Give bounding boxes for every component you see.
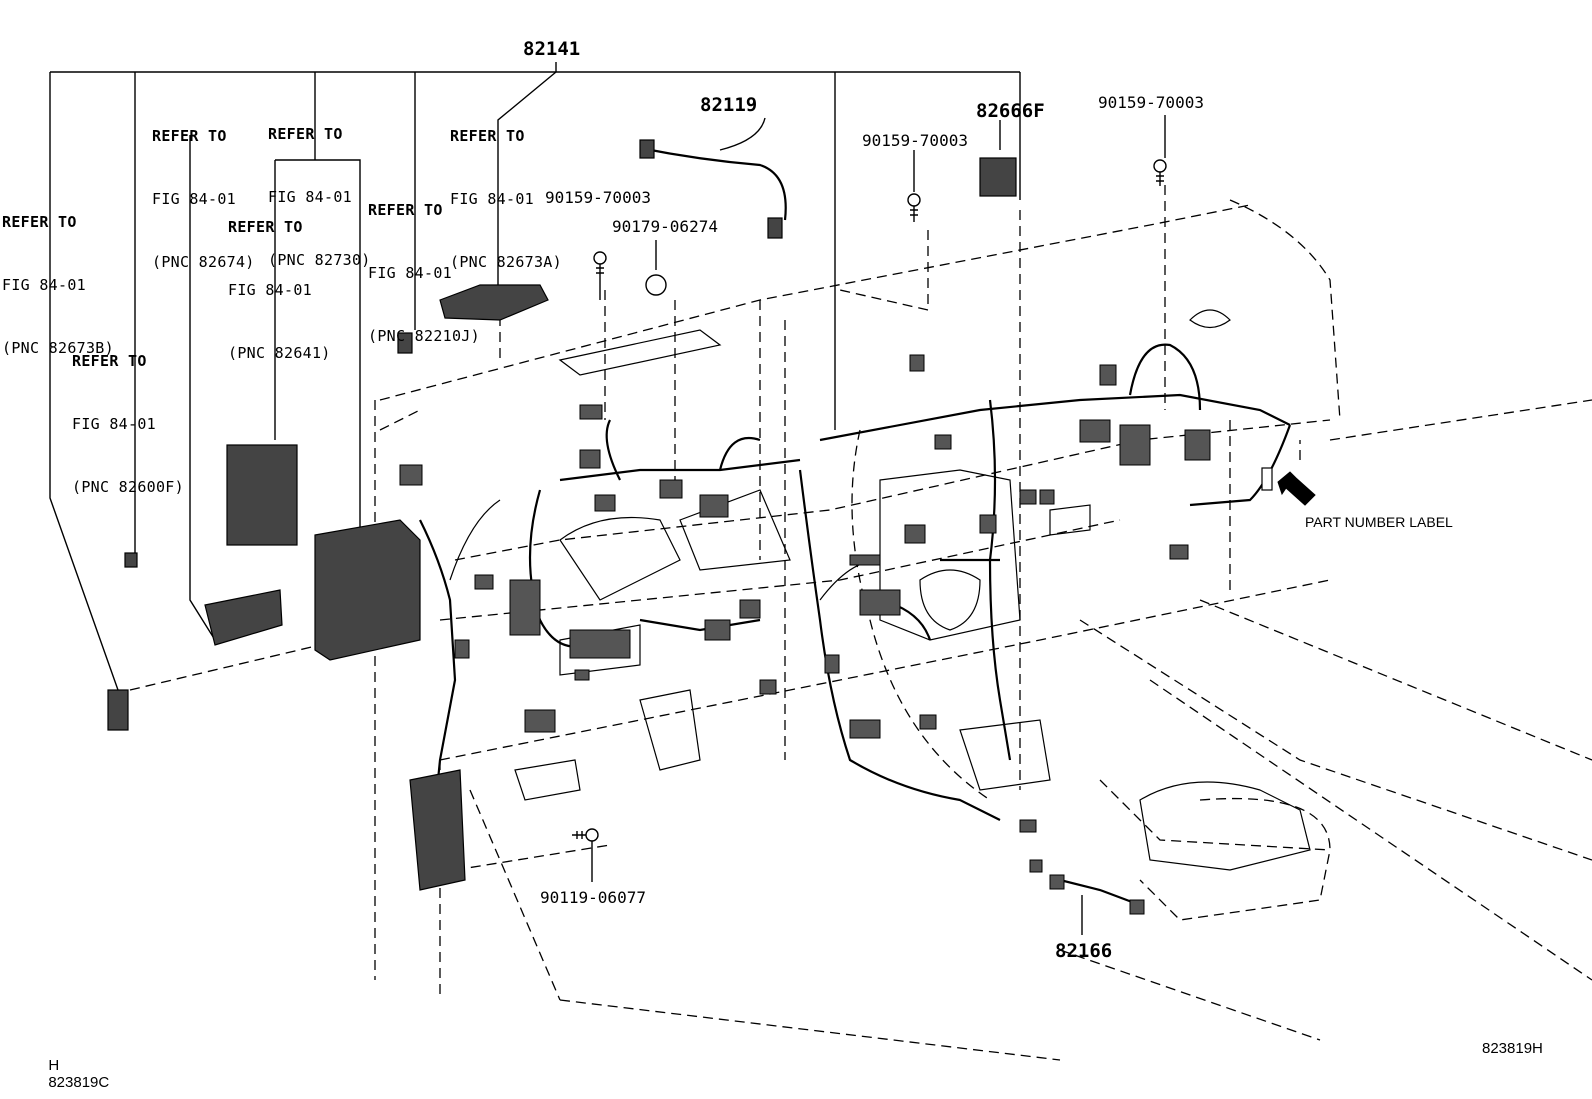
- refer-82641-line3: (PNC 82641): [228, 344, 331, 362]
- refer-82600f-line1: REFER TO: [72, 352, 147, 370]
- footer-left-code: 823819C: [48, 1074, 110, 1091]
- refer-82600f-line3: (PNC 82600F): [72, 478, 184, 496]
- refer-82641-line1: REFER TO: [228, 218, 303, 236]
- part-number-82166: 82166: [1055, 940, 1113, 962]
- part-number-bolt-a: 90159-70003: [545, 188, 651, 207]
- refer-82673b-line1: REFER TO: [2, 213, 77, 231]
- refer-82673a: REFER TO FIG 84-01 (PNC 82673A): [450, 84, 562, 294]
- refer-82673a-line2: FIG 84-01: [450, 190, 534, 208]
- clip-82210j: [397, 332, 413, 354]
- refer-82210j: REFER TO FIG 84-01 (PNC 82210J): [368, 158, 480, 368]
- refer-82673a-line3: (PNC 82673A): [450, 253, 562, 271]
- refer-82673b: REFER TO FIG 84-01 (PNC 82673B): [2, 170, 114, 380]
- refer-82210j-line2: FIG 84-01: [368, 264, 452, 282]
- refer-82673a-line1: REFER TO: [450, 127, 525, 145]
- part-number-82119: 82119: [700, 94, 758, 116]
- grommet-icon: [645, 274, 667, 296]
- refer-82641: REFER TO FIG 84-01 (PNC 82641): [228, 175, 331, 385]
- part-number-screw: 90119-06077: [540, 888, 646, 907]
- footer-right-code: 823819H: [1482, 1040, 1543, 1057]
- bracket-82674: [204, 589, 283, 646]
- refer-82641-line2: FIG 84-01: [228, 281, 312, 299]
- refer-82730-line2: FIG 84-01: [268, 188, 352, 206]
- lower-connector-cluster: [409, 769, 466, 891]
- part-number-grommet: 90179-06274: [612, 217, 718, 236]
- junction-block: [314, 519, 421, 661]
- refer-82674: REFER TO FIG 84-01 (PNC 82674): [152, 84, 255, 294]
- connector-82119-a: [639, 139, 655, 159]
- part-number-label-text: PART NUMBER LABEL: [1305, 514, 1453, 530]
- refer-82673b-line2: FIG 84-01: [2, 276, 86, 294]
- refer-82600f: REFER TO FIG 84-01 (PNC 82600F): [72, 309, 184, 519]
- ecu-82641: [226, 444, 298, 546]
- part-number-82666f: 82666F: [976, 100, 1045, 122]
- refer-82673b-line3: (PNC 82673B): [2, 339, 114, 357]
- refer-82210j-line1: REFER TO: [368, 201, 443, 219]
- refer-82674-line3: (PNC 82674): [152, 253, 255, 271]
- refer-82674-line1: REFER TO: [152, 127, 227, 145]
- part-number-82141: 82141: [523, 38, 581, 60]
- part-number-bolt-b: 90159-70003: [862, 131, 968, 150]
- bracket-82673a: [439, 284, 549, 321]
- refer-82730-line3: (PNC 82730): [268, 251, 371, 269]
- refer-82730-line1: REFER TO: [268, 125, 343, 143]
- refer-82674-line2: FIG 84-01: [152, 190, 236, 208]
- relay-82666f: [979, 157, 1017, 197]
- clip-82600f: [124, 552, 138, 568]
- connector-82119-b: [767, 217, 783, 239]
- clip-82673b: [107, 689, 129, 731]
- refer-82210j-line3: (PNC 82210J): [368, 327, 480, 345]
- refer-82730: REFER TO FIG 84-01 (PNC 82730): [268, 82, 371, 292]
- footer-left: H 823819C: [40, 1040, 109, 1091]
- part-number-bolt-c: 90159-70003: [1098, 93, 1204, 112]
- arrow-icon: [1277, 471, 1316, 506]
- refer-82600f-line2: FIG 84-01: [72, 415, 156, 433]
- footer-left-prefix: H: [48, 1057, 60, 1074]
